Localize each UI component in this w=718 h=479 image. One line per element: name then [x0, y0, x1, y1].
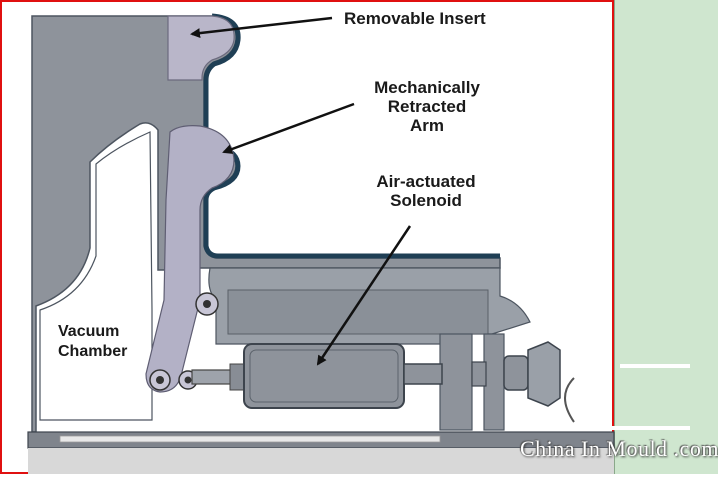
leader-retracted-arm — [222, 102, 355, 154]
label-vacuum-chamber: Vacuum Chamber — [58, 322, 127, 362]
watermark-logo-shadow — [564, 377, 575, 423]
floor-strip — [28, 448, 614, 474]
label-retracted-arm-line-2: Retracted — [387, 97, 467, 116]
link-pin-center — [184, 376, 192, 384]
solenoid-inner — [249, 349, 399, 403]
leader-removable-insert — [190, 16, 333, 39]
label-vacuum-chamber-line-2: Chamber — [58, 343, 128, 360]
label-retracted-arm: Mechanically Retracted Arm — [352, 78, 502, 135]
slide-block-face — [227, 289, 489, 335]
base-slot — [59, 435, 441, 443]
label-retracted-arm-line-3: Arm — [409, 116, 444, 135]
label-solenoid-line-2: Solenoid — [390, 191, 462, 210]
cavity-outline — [203, 13, 500, 259]
watermark-text: China In Mould .com — [520, 436, 718, 461]
air-fitting — [527, 341, 561, 407]
label-solenoid-line-1: Air-actuated — [376, 172, 476, 191]
label-solenoid: Air-actuated Solenoid — [356, 172, 496, 210]
label-vacuum-chamber-line-1: Vacuum — [58, 323, 120, 340]
leader-solenoid — [316, 225, 412, 366]
label-retracted-arm-line-1: Mechanically — [374, 78, 480, 97]
end-fitting — [503, 355, 529, 391]
side-panel — [614, 0, 718, 474]
connector-collar — [471, 361, 487, 387]
solenoid-connector — [403, 363, 443, 385]
label-removable-insert: Removable Insert — [344, 9, 486, 28]
removable-insert — [167, 15, 235, 81]
retracted-arm — [145, 125, 235, 393]
vacuum-chamber — [39, 131, 153, 421]
pivot-pin-upper-center — [203, 300, 211, 308]
pivot-pin-lower-center — [156, 376, 164, 384]
support-post-left — [439, 333, 473, 431]
support-post-right — [483, 333, 505, 431]
